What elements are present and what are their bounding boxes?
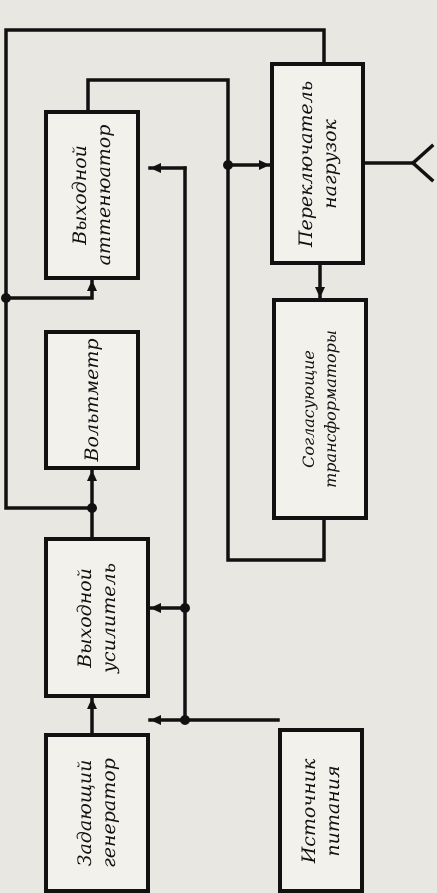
block-label: генератор <box>98 758 120 868</box>
block-label: Задающий <box>74 759 96 867</box>
arrow-into-transformers <box>315 287 325 298</box>
block-label: Выходной <box>74 567 96 668</box>
wire-left-bus-bottom <box>4 296 94 510</box>
junction-dot <box>87 503 97 513</box>
block-label: Переключатель <box>294 80 317 247</box>
arrow-into-attenuator <box>150 163 161 173</box>
block-label: питания <box>322 764 344 857</box>
wire-bottom-loop <box>226 163 326 562</box>
arrow-into-generator <box>150 715 161 725</box>
junction-dot <box>180 715 190 725</box>
block-label: аттенюатор <box>93 124 115 266</box>
arrow-into-switch <box>259 160 270 170</box>
junction-dot <box>223 160 233 170</box>
junction-dot <box>1 293 11 303</box>
block-output-attenuator: Выходной аттенюатор <box>44 110 140 280</box>
block-output-amplifier: Выходной усилитель <box>44 537 150 698</box>
arrow-into-amplifier-top <box>87 698 97 709</box>
block-matching-transformers: Согласующие трансформаторы <box>272 298 368 520</box>
block-label: трансформаторы <box>321 330 340 488</box>
block-label: нагрузок <box>318 118 341 209</box>
wire-attenuator-to-switch <box>86 78 272 167</box>
arrow-into-amplifier <box>150 603 161 613</box>
block-label: Вольтметр <box>81 338 103 462</box>
block-power-supply: Источник питания <box>278 728 364 893</box>
arrow-into-attenuator-top <box>87 280 97 291</box>
block-label: Согласующие <box>299 350 318 468</box>
wire-power-bus <box>183 166 280 722</box>
junction-dot <box>180 603 190 613</box>
block-label: усилитель <box>98 562 120 673</box>
block-load-switch: Переключатель нагрузок <box>270 62 365 265</box>
block-master-generator: Задающий генератор <box>44 733 150 893</box>
arrow-into-voltmeter <box>87 470 97 481</box>
block-label: Выходной <box>69 145 91 245</box>
block-label: Источник <box>298 758 320 863</box>
output-terminal-icon <box>410 143 435 183</box>
block-voltmeter: Вольтметр <box>44 330 140 470</box>
wire-bus-to-attenuator <box>4 278 94 300</box>
wire-top-loop <box>4 28 326 300</box>
